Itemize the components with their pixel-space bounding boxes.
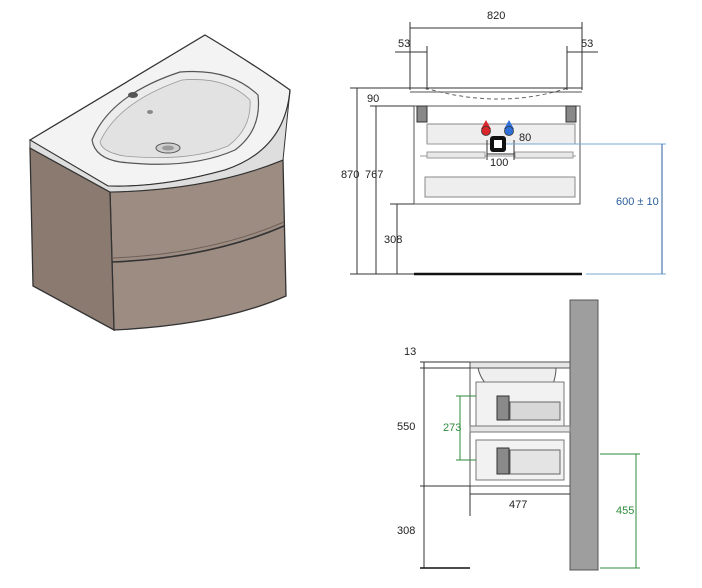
dim-53-left: 53	[398, 38, 410, 50]
drawer-split	[111, 225, 285, 263]
dim-767: 767	[365, 169, 383, 181]
dim-477: 477	[509, 499, 527, 511]
dim-455: 455	[616, 505, 634, 517]
front-view	[350, 22, 666, 276]
dim-100: 100	[490, 157, 508, 169]
cold-water-icon	[504, 120, 514, 129]
dim-273: 273	[443, 422, 461, 434]
dim-550: 550	[397, 421, 415, 433]
wall	[569, 299, 599, 571]
dim-90: 90	[367, 93, 379, 105]
vanity-3d-view	[28, 34, 291, 332]
bracket-left	[416, 105, 428, 123]
hot-water-icon	[481, 120, 491, 129]
front-connections	[481, 120, 514, 152]
dim-308-front: 308	[384, 234, 402, 246]
dim-53-right: 53	[581, 38, 593, 50]
dim-820: 820	[487, 10, 505, 22]
dim-308-side: 308	[397, 525, 415, 537]
dim-80: 80	[519, 132, 531, 144]
dim-870: 870	[341, 169, 359, 181]
bracket-right	[565, 105, 577, 123]
side-view	[420, 299, 640, 571]
dim-600: 600 ± 10	[616, 196, 659, 208]
tap-hole-icon	[128, 92, 138, 98]
dim-13: 13	[404, 346, 416, 358]
